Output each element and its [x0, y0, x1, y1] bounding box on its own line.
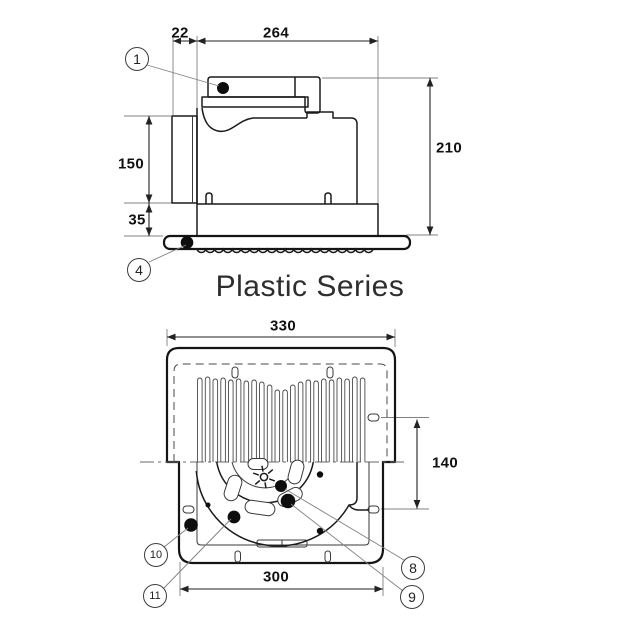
dim-label-top-width: 264: [263, 24, 289, 42]
flange-serration: [196, 247, 374, 254]
mounting-flange: [162, 234, 412, 251]
bottom-view-drawing: [140, 329, 429, 596]
inner-housing: [196, 462, 370, 546]
callout-11: 11: [143, 584, 167, 608]
callout-9: 9: [400, 585, 424, 609]
screw-dot: [316, 527, 324, 535]
callout-10: 10: [144, 543, 168, 567]
callout-8: 8: [401, 556, 425, 580]
dim-label-duct-height: 150: [118, 155, 144, 173]
callout-1: 1: [125, 47, 149, 71]
callout-4: 4: [127, 258, 151, 282]
hidden-edge-dashed: [173, 363, 388, 462]
dim-label-outer-width: 330: [270, 317, 296, 335]
screw-dot: [205, 502, 211, 508]
mount-hole-140-top: [367, 413, 380, 422]
panel-outline: [165, 346, 397, 565]
hub-screw-icon: [252, 465, 276, 489]
side-dimension-lines: [145, 37, 434, 236]
fan-body-outline: [196, 107, 358, 204]
callout-target-1-dot: [217, 82, 229, 94]
dim-label-total-height: 210: [436, 139, 462, 157]
dim-label-inner-width: 300: [263, 568, 289, 586]
side-extension-lines: [124, 36, 438, 237]
mounting-clips: [205, 192, 332, 204]
dim-label-duct-protrusion: 22: [171, 24, 189, 42]
grille-slats: [197, 376, 366, 462]
bottom-dimension-lines: [167, 333, 421, 593]
side-leader-lines: [146, 64, 220, 263]
blade-slots: [223, 458, 305, 517]
screw-dot: [316, 471, 324, 478]
side-view-drawing: [124, 36, 438, 263]
fan-scroll: [195, 462, 369, 547]
series-title: Plastic Series: [215, 270, 405, 303]
lower-housing: [196, 203, 379, 237]
callout-target-8-dot: [275, 480, 287, 492]
callout-target-11-dot: [227, 510, 241, 524]
dim-label-base-height: 35: [128, 211, 146, 229]
dim-label-mount-hole-spacing: 140: [432, 454, 458, 472]
duct-outlet: [171, 115, 198, 204]
bottom-leader-lines: [162, 488, 405, 592]
box-collar: [201, 96, 309, 108]
